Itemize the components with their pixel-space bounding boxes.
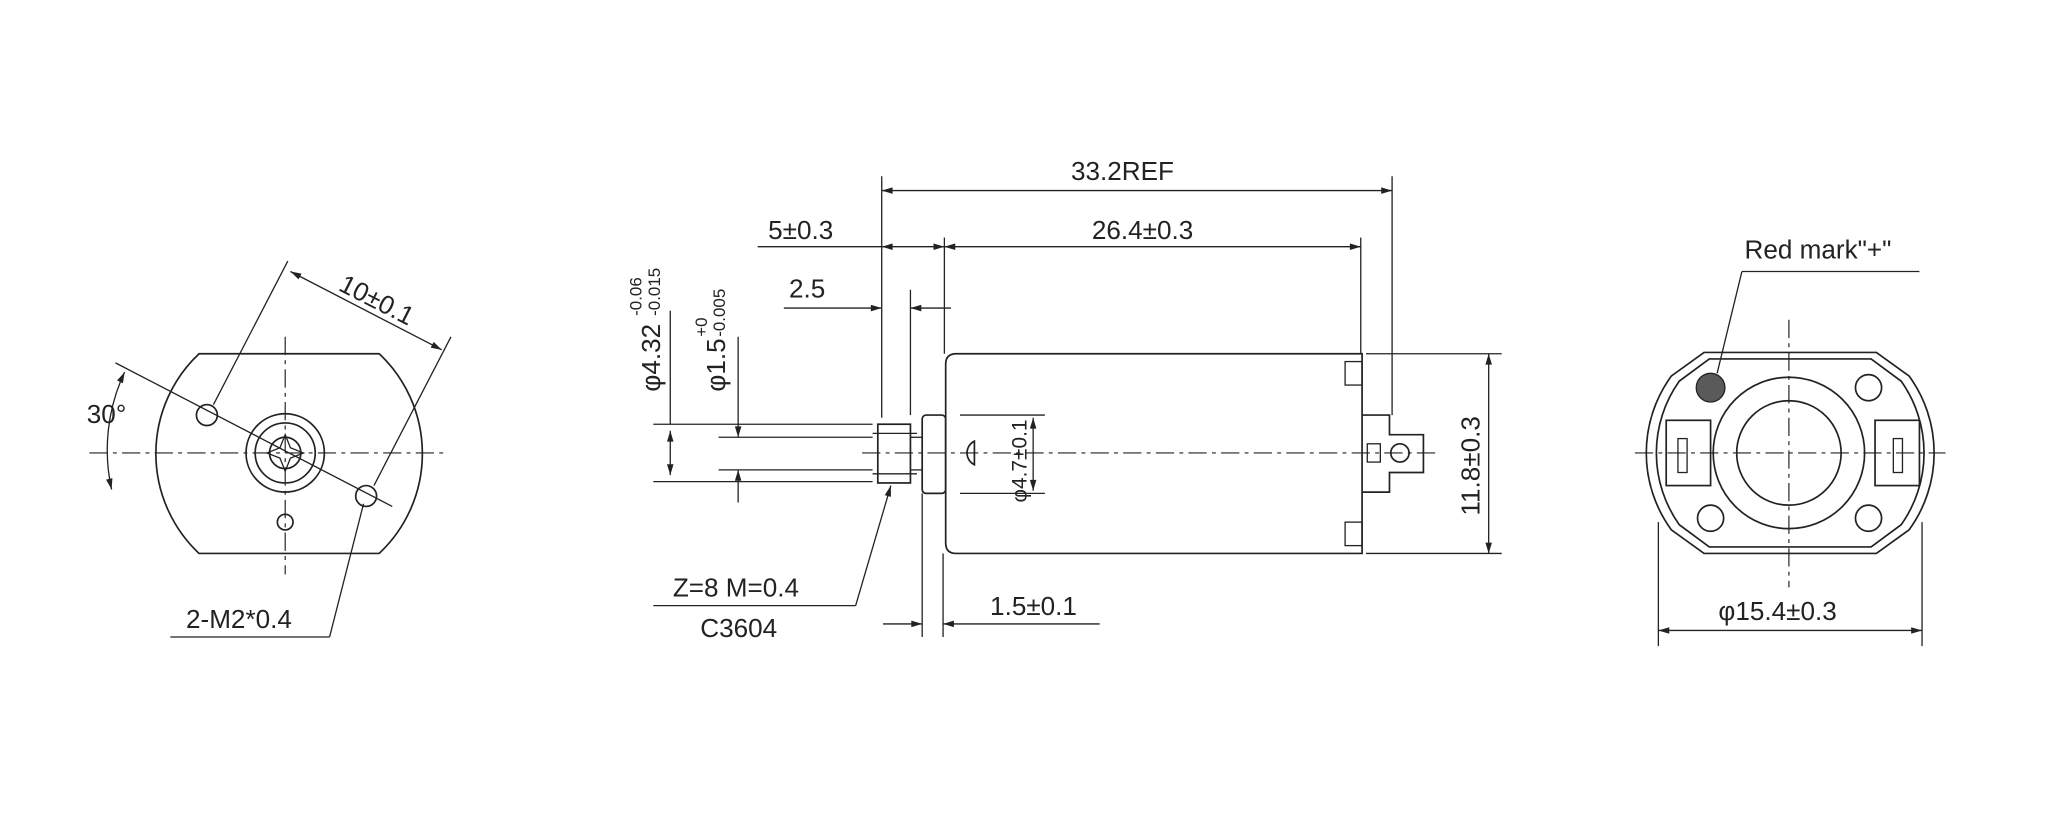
- angle-label: 30°: [87, 399, 126, 429]
- boss-diameter-label: φ4.7±0.1: [1009, 420, 1032, 503]
- flange-thickness-label: 1.5±0.1: [990, 591, 1077, 621]
- gear-icon: [265, 432, 306, 473]
- red-mark-label: Red mark"+": [1745, 234, 1892, 264]
- holes-label: 2-M2*0.4: [186, 604, 292, 634]
- gear-diameter-tol-upper: -0.06: [627, 277, 646, 316]
- rear-view: Red mark"+" φ15.4±0.3: [1634, 234, 1946, 647]
- gear-diameter-tol-lower: -0.015: [645, 268, 664, 316]
- shaft-diameter-tol-upper: +0: [692, 317, 711, 336]
- gear-material-label: C3604: [700, 613, 777, 643]
- front-view: 10±0.1 30° 2-M2*0.4: [87, 260, 452, 638]
- mount-hole: [195, 403, 219, 427]
- body-length-label: 26.4±0.3: [1092, 215, 1193, 245]
- red-mark-icon: [1695, 372, 1726, 403]
- shaft-diameter-label: φ1.5: [701, 338, 731, 391]
- side-view: 33.2REF 5±0.3 26.4±0.3 2.5 φ4.32 -0.06 -…: [627, 156, 1502, 643]
- mount-hole: [354, 484, 378, 508]
- shaft-diameter-tol-lower: -0.005: [710, 289, 729, 337]
- diameter-label: φ15.4±0.3: [1718, 596, 1836, 626]
- gear-offset-label: 2.5: [789, 274, 825, 304]
- gear-diameter-label: φ4.32: [636, 324, 666, 392]
- body-height-label: 11.8±0.3: [1456, 416, 1486, 515]
- hole-spacing-label: 10±0.1: [335, 268, 420, 331]
- shaft-length-label: 5±0.3: [768, 215, 833, 245]
- gear-spec-label: Z=8 M=0.4: [673, 573, 799, 603]
- total-length-label: 33.2REF: [1071, 156, 1174, 186]
